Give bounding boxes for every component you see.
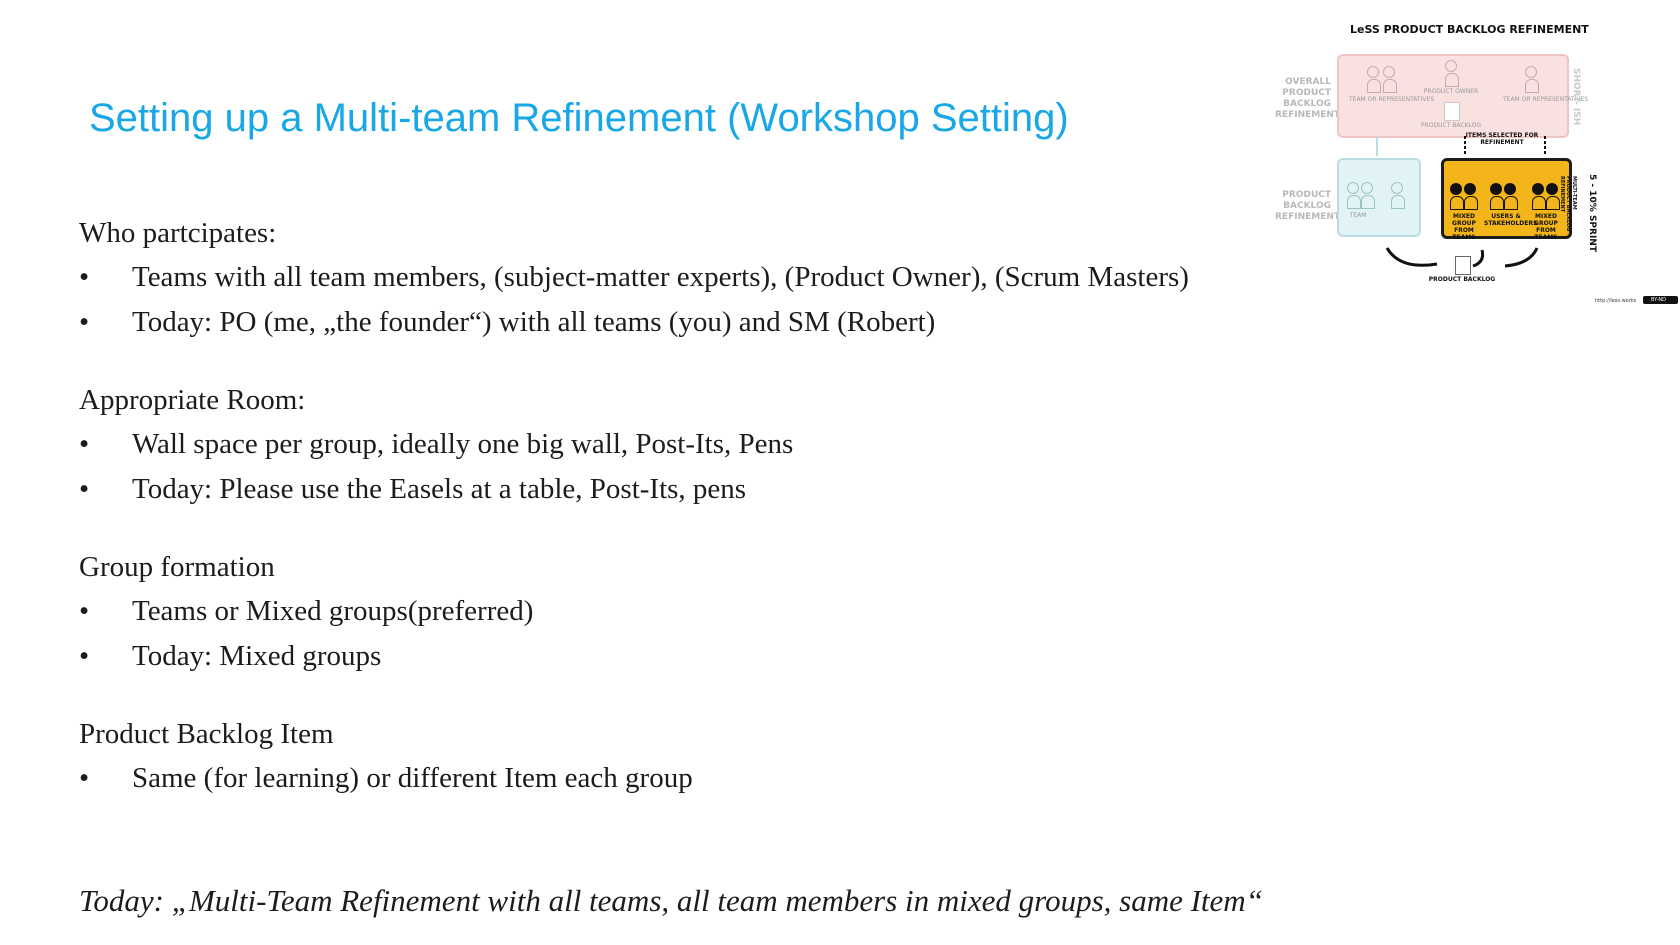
section-heading: Appropriate Room: [79,384,306,416]
bullet-text: Teams with all team members, (subject-ma… [132,261,1189,293]
sprint-side-label: 5 - 10% SPRINT [1587,174,1597,252]
mixed-groups-box: MIXED GROUP FROM TEAMS USERS & STAKEHOLD… [1441,158,1572,241]
team-label: TEAM [1349,212,1367,219]
bullet-item: • Same (for learning) or different Item e… [79,761,1399,795]
bullet-dot: • [79,428,90,460]
diagram-arrows [1376,136,1546,268]
person-icon [1532,183,1546,210]
multi-team-side-label: MULTI-TEAM PRODUCT BACKLOG REFINEMENT [1559,176,1577,232]
bullet-item: • Teams with all team members, (subject-m… [79,260,1399,294]
bullet-text: Same (for learning) or different Item ea… [132,762,693,794]
license-badge: BY-ND [1643,296,1678,304]
users-label: USERS & STAKEHOLDERS [1484,213,1538,227]
mixed-group-label: MIXED GROUP FROM TEAMS [1452,213,1476,241]
person-icon [1450,183,1464,210]
short-side-label: SHORT- ISH [1571,68,1581,126]
section-participants: Who partcipates: • Teams with all team me… [79,216,1399,339]
person-icon [1445,60,1459,87]
team-refinement-box: TEAM [1337,158,1421,237]
person-icon [1525,66,1539,93]
person-icon [1347,182,1361,209]
less-url: http://less.works [1595,298,1637,304]
bullet-item: • Today: Please use the Easels at a table… [79,472,1399,506]
section-heading: Group formation [79,551,275,583]
section-heading: Product Backlog Item [79,718,334,750]
mixed-group-label: MIXED GROUP FROM TEAMS [1534,213,1558,241]
section-group-formation: Group formation • Teams or Mixed groups(p… [79,550,1399,673]
product-backlog-icon [1455,256,1471,275]
section-heading: Who partcipates: [79,217,277,249]
bullet-dot: • [79,261,90,293]
section-backlog-item: Product Backlog Item • Same (for learning… [79,717,1399,795]
bullet-dot: • [79,306,90,338]
team-reps-label: TEAM OR REPRESENTATIVES [1349,96,1435,103]
diagram-title: LeSS PRODUCT BACKLOG REFINEMENT [1350,23,1589,36]
person-icon [1391,182,1405,209]
overall-refinement-label: OVERALL PRODUCT BACKLOG REFINEMENT [1275,77,1341,120]
team-reps-label: TEAM OR REPRESENTATIVES [1503,96,1589,103]
document-icon [1444,102,1460,121]
bullet-text: Today: Please use the Easels at a table,… [132,473,747,505]
section-room: Appropriate Room: • Wall space per group,… [79,383,1399,506]
bullet-dot: • [79,762,90,794]
product-backlog-label: PRODUCT BACKLOG [1428,276,1496,283]
overall-refinement-box: TEAM OR REPRESENTATIVES PRODUCT OWNER TE… [1337,54,1589,138]
product-owner-label: PRODUCT OWNER [1423,88,1479,95]
bullet-item: • Today: Mixed groups [79,639,1399,673]
person-icon [1367,66,1381,93]
slide-title: Setting up a Multi-team Refinement (Work… [89,96,1069,140]
bullet-text: Today: Mixed groups [132,640,382,672]
refinement-label: PRODUCT BACKLOG REFINEMENT [1275,190,1341,222]
bullet-item: • Teams or Mixed groups(preferred) [79,594,1399,628]
person-icon [1383,66,1397,93]
items-selected-label: ITEMS SELECTED FOR REFINEMENT [1465,132,1539,146]
bullet-item: • Today: PO (me, „the founder“) with all … [79,305,1399,339]
bullet-dot: • [79,595,90,627]
license-text: BY-ND [1651,297,1667,303]
backlog-label: PRODUCT BACKLOG [1420,122,1482,129]
slide-content: Who partcipates: • Teams with all team me… [79,216,1399,839]
bullet-dot: • [79,640,90,672]
person-icon [1546,183,1560,210]
less-refinement-diagram: LeSS PRODUCT BACKLOG REFINEMENT OVERALL … [1275,20,1680,320]
bullet-dot: • [79,473,90,505]
person-icon [1361,182,1375,209]
conclusion-text: Today: „Multi-Team Refinement with all t… [79,883,1263,918]
person-icon [1490,183,1504,210]
bullet-item: • Wall space per group, ideally one big w… [79,427,1399,461]
person-icon [1504,183,1518,210]
bullet-text: Today: PO (me, „the founder“) with all t… [132,306,936,338]
bullet-text: Teams or Mixed groups(preferred) [132,595,534,627]
person-icon [1464,183,1478,210]
bullet-text: Wall space per group, ideally one big wa… [132,428,794,460]
